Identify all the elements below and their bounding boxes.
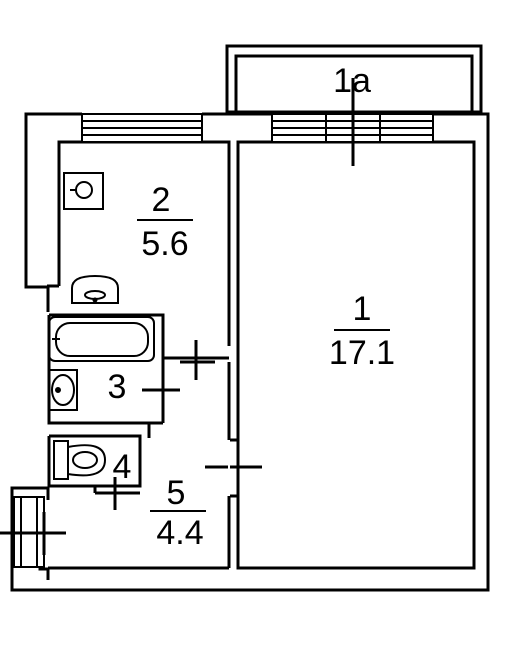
bathtub-icon — [48, 316, 155, 362]
outer-walls — [10, 112, 490, 592]
kitchen-door-marker[interactable] — [180, 340, 215, 380]
room-number-kitchen: 2 — [152, 181, 171, 219]
room-area-hall: 4.4 — [156, 514, 203, 552]
room-area-kitchen: 5.6 — [141, 225, 188, 263]
room-number-toilet: 4 — [113, 448, 132, 486]
room-labels: 1a 2 5.6 1 17.1 3 4 5 4.4 — [108, 62, 396, 552]
room-number-balcony: 1a — [333, 62, 371, 100]
room-area-living: 17.1 — [329, 334, 395, 372]
stove-icon — [63, 172, 104, 210]
entrance-door[interactable] — [0, 496, 66, 568]
toilet-icon — [53, 440, 107, 480]
washbasin-icon — [48, 369, 78, 411]
room-number-hall: 5 — [167, 474, 186, 512]
room-number-bathroom: 3 — [108, 368, 127, 406]
room-number-living: 1 — [353, 290, 372, 328]
bathroom-door-marker[interactable] — [142, 360, 180, 402]
window-kitchen — [81, 113, 203, 143]
toilet-door-marker[interactable] — [95, 477, 140, 510]
sink-icon — [71, 274, 119, 304]
